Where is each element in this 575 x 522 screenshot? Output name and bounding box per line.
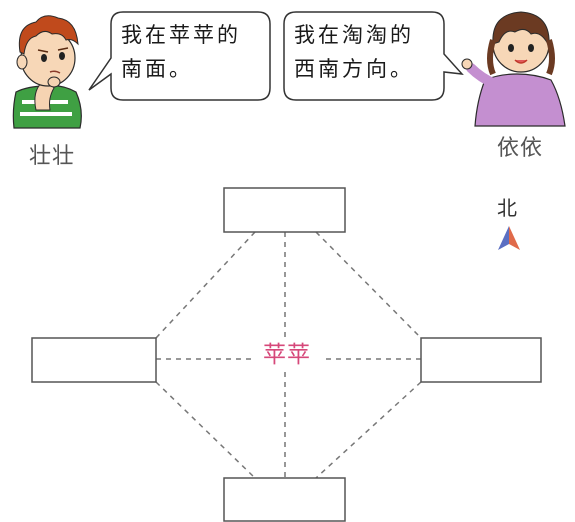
name-zhuangzhuang: 壮壮 [29,144,76,169]
blank-box-left[interactable] [31,337,157,383]
girl-pointing-icon [461,11,566,127]
bubble-right-line2: 西南方向。 [294,57,414,81]
bubble-left-line1: 我在苹苹的 [121,23,241,47]
speech-bubble-left [88,11,271,101]
north-label: 北 [497,196,517,220]
line-bottom-right [315,381,422,479]
line-top-left [155,231,256,339]
boy-thinking-icon [12,15,82,129]
center-label-pingping: 苹苹 [252,338,322,372]
blank-box-right[interactable] [420,337,542,383]
blank-box-top[interactable] [223,187,346,233]
name-yiyi: 依依 [497,136,544,161]
line-bottom-left [155,381,256,479]
north-arrow-icon [498,226,520,250]
speech-bubbles [88,11,464,101]
line-top-right [315,231,422,339]
bubble-right-line1: 我在淘淘的 [294,23,414,47]
bubble-left-line2: 南面。 [121,57,193,81]
speech-bubble-right [283,11,464,101]
blank-box-bottom[interactable] [223,477,346,522]
